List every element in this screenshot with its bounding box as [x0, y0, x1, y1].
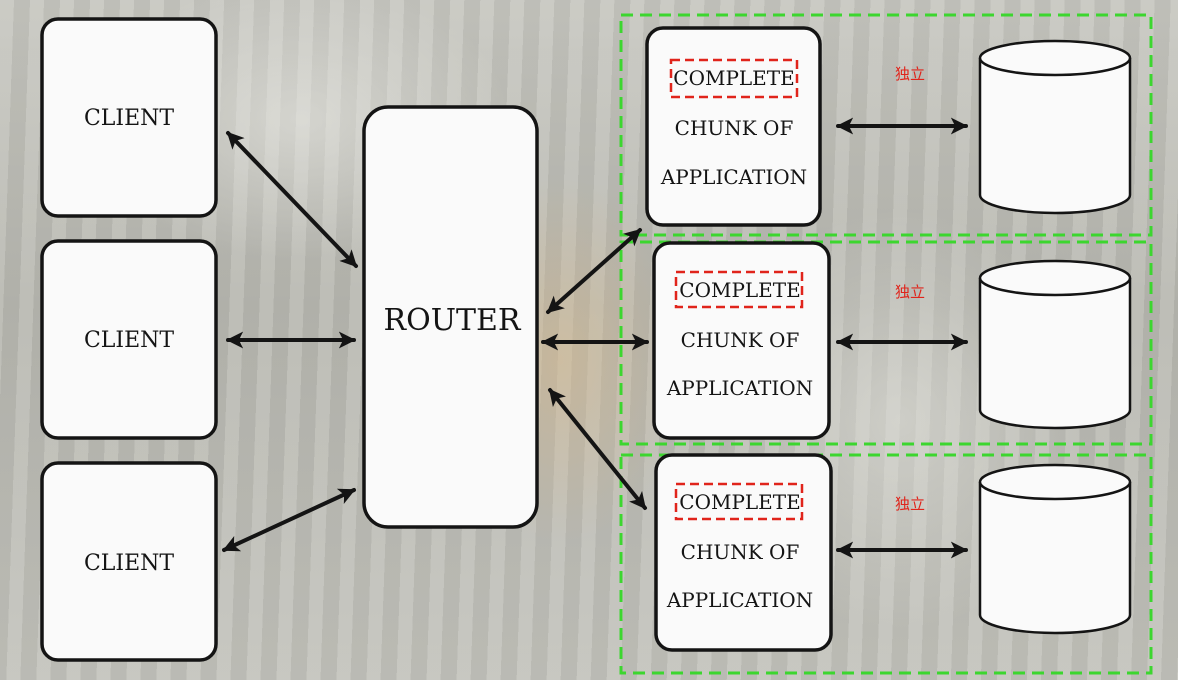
database-cylinder-2	[978, 259, 1132, 430]
chunk-highlight-text: COMPLETE	[679, 278, 800, 302]
router-label: ROUTER	[384, 303, 522, 338]
application-chunk-box-2: COMPLETE CHUNK OF APPLICATION	[652, 241, 831, 440]
complete-highlight-box	[674, 482, 804, 521]
client-box-2: CLIENT	[40, 239, 218, 440]
arrow-client3-router	[222, 488, 356, 552]
service-group-outline-2	[619, 240, 1153, 446]
chunk-highlight-text: COMPLETE	[679, 490, 800, 514]
independent-note-3: 独立	[895, 495, 925, 513]
service-group-outline-1	[619, 13, 1153, 237]
application-chunk-box-3: COMPLETE CHUNK OF APPLICATION	[654, 453, 833, 652]
arrow-router-chunk3	[548, 388, 647, 510]
service-group-outline-3	[619, 453, 1153, 675]
router-box: ROUTER	[362, 105, 539, 529]
chunk-line-3: APPLICATION	[666, 588, 813, 612]
complete-highlight-box	[669, 58, 799, 99]
chunk-line-2: CHUNK OF	[681, 328, 800, 352]
chunk-line-3: APPLICATION	[660, 165, 807, 189]
client-label: CLIENT	[84, 551, 174, 576]
client-label: CLIENT	[84, 106, 174, 131]
independent-note-1: 独立	[895, 65, 925, 83]
independent-note-2: 独立	[895, 283, 925, 301]
chunk-highlight-text: COMPLETE	[673, 66, 794, 90]
chunk-line-2: CHUNK OF	[681, 540, 800, 564]
complete-highlight-box	[674, 270, 804, 309]
chunk-line-3: APPLICATION	[666, 376, 813, 400]
database-cylinder-3	[978, 463, 1132, 635]
client-label: CLIENT	[84, 328, 174, 353]
application-chunk-box-1: COMPLETE CHUNK OF APPLICATION	[645, 26, 822, 227]
database-cylinder-1	[978, 39, 1132, 215]
client-box-1: CLIENT	[40, 17, 218, 218]
arrow-client1-router	[226, 131, 358, 268]
arrow-router-chunk1	[546, 228, 642, 314]
client-box-3: CLIENT	[40, 461, 218, 662]
chunk-line-2: CHUNK OF	[675, 116, 794, 140]
